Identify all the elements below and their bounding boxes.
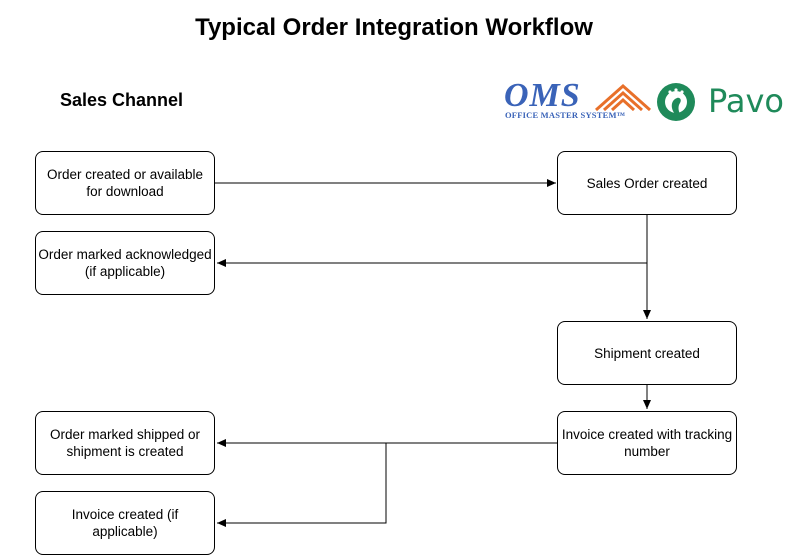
pavo-logo-word: Pavo <box>708 82 784 120</box>
node-order-shipped: Order marked shipped or shipment is crea… <box>35 411 215 475</box>
arrow-sales-order-to-ack <box>217 215 648 267</box>
oms-roof-icon <box>595 83 651 111</box>
oms-logo-word: OMS <box>504 77 581 114</box>
oms-logo: OMS OFFICE MASTER SYSTEM™ <box>504 77 652 123</box>
peacock-icon <box>657 83 695 121</box>
node-order-acknowledged: Order marked acknowledged (if applicable… <box>35 231 215 295</box>
node-order-created: Order created or available for download <box>35 151 215 215</box>
oms-logo-subtitle: OFFICE MASTER SYSTEM™ <box>505 110 626 120</box>
arrow-invoice-to-invoice-optional <box>217 443 387 527</box>
diagram-title: Typical Order Integration Workflow <box>195 14 593 41</box>
node-shipment-created: Shipment created <box>557 321 737 385</box>
lane-label-sales-channel: Sales Channel <box>60 90 184 110</box>
node-invoice-created-optional: Invoice created (if applicable) <box>35 491 215 555</box>
node-invoice-with-tracking: Invoice created with tracking number <box>557 411 737 475</box>
pavo-logo: Pavo <box>656 80 794 124</box>
node-sales-order-created: Sales Order created <box>557 151 737 215</box>
